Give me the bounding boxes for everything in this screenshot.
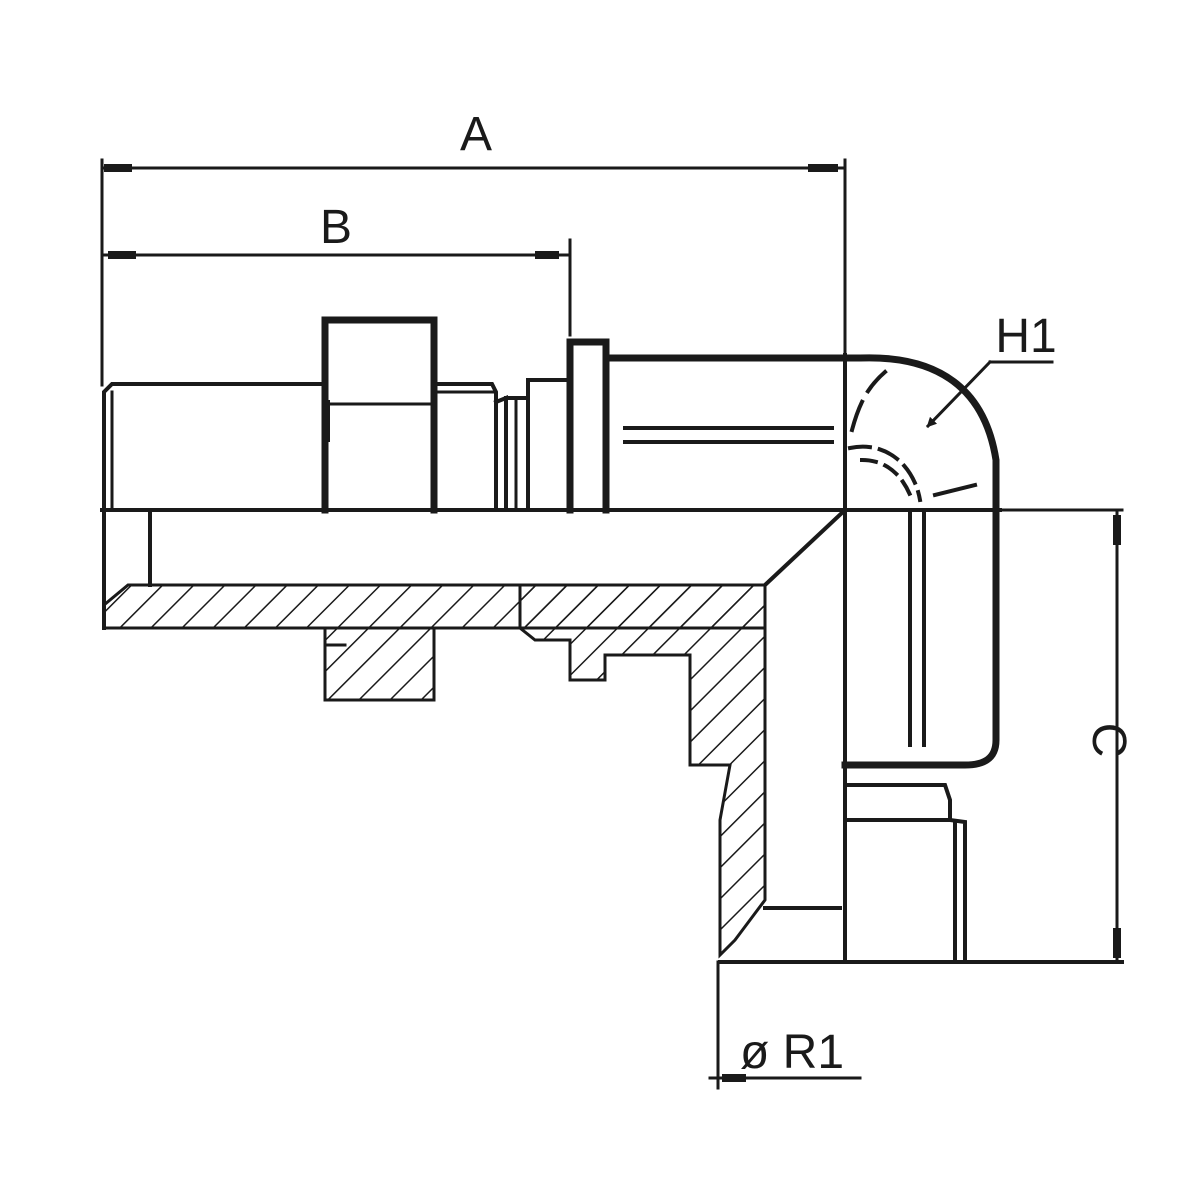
dimension-c: C (998, 508, 1135, 964)
dimension-r1-label: ø R1 (740, 1026, 844, 1079)
dimension-c-label: C (1082, 723, 1135, 758)
vertical-leg (718, 506, 1124, 964)
dimension-a-label: A (460, 108, 492, 161)
dimension-b: B (100, 201, 572, 337)
dimension-b-label: B (320, 201, 352, 254)
dimension-h1: H1 (925, 310, 1057, 429)
cross-section (102, 507, 848, 959)
horizontal-fitting-body (100, 316, 1002, 514)
dimension-a: A (100, 108, 847, 387)
elbow-bend (843, 353, 978, 512)
dimension-h1-label: H1 (995, 310, 1056, 363)
dimension-r1: ø R1 (708, 960, 862, 1090)
